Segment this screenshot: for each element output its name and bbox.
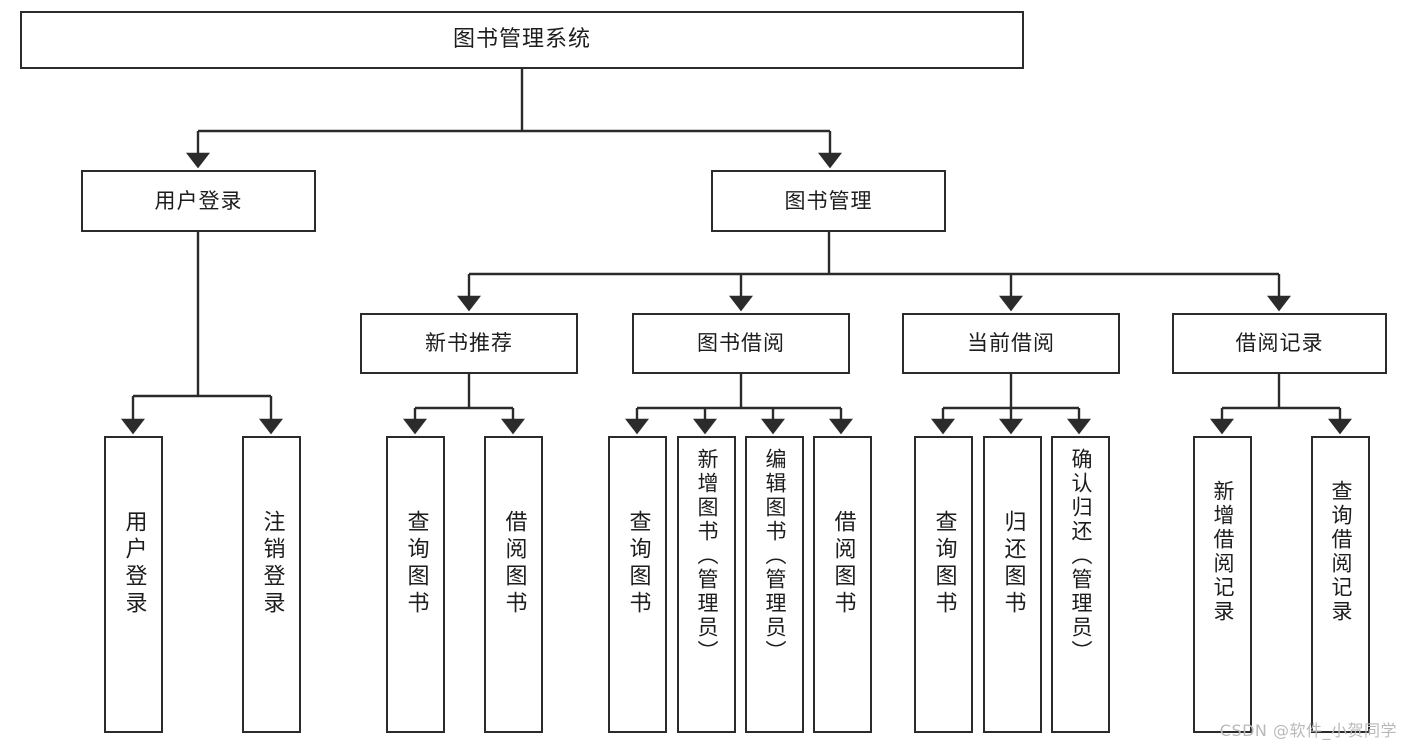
node-label: 查询图书 — [931, 510, 957, 618]
leaf-return-book[interactable]: 归还图书 — [983, 436, 1042, 733]
node-label: 编辑图书（管理员） — [763, 448, 787, 664]
node-book-management[interactable]: 图书管理 — [711, 170, 946, 232]
leaf-query-book-current[interactable]: 查询图书 — [914, 436, 973, 733]
node-label: 图书管理系统 — [452, 27, 591, 53]
node-label: 新增借阅记录 — [1211, 480, 1235, 624]
node-root-system[interactable]: 图书管理系统 — [20, 11, 1024, 69]
node-new-book-recommend[interactable]: 新书推荐 — [360, 313, 578, 374]
node-label: 借阅图书 — [830, 510, 856, 618]
node-label: 注销登录 — [259, 510, 285, 618]
leaf-add-borrow-record[interactable]: 新增借阅记录 — [1193, 436, 1252, 733]
node-label: 归还图书 — [1000, 510, 1026, 618]
node-current-borrow[interactable]: 当前借阅 — [902, 313, 1120, 374]
node-label: 查询图书 — [625, 510, 651, 618]
node-label: 查询借阅记录 — [1329, 480, 1353, 624]
node-label: 借阅图书 — [501, 510, 527, 618]
node-label: 当前借阅 — [967, 331, 1055, 356]
node-label: 图书借阅 — [697, 331, 785, 356]
node-borrow-record[interactable]: 借阅记录 — [1172, 313, 1387, 374]
node-label: 图书管理 — [784, 188, 873, 213]
node-label: 确认归还（管理员） — [1069, 448, 1093, 664]
leaf-edit-book-admin[interactable]: 编辑图书（管理员） — [745, 436, 804, 733]
leaf-query-borrow-record[interactable]: 查询借阅记录 — [1311, 436, 1370, 733]
leaf-borrow-book[interactable]: 借阅图书 — [813, 436, 872, 733]
leaf-user-login[interactable]: 用户登录 — [104, 436, 163, 733]
node-label: 用户登录 — [121, 510, 147, 618]
node-user-login[interactable]: 用户登录 — [81, 170, 316, 232]
node-label: 查询图书 — [403, 510, 429, 618]
leaf-query-book-borrow[interactable]: 查询图书 — [608, 436, 667, 733]
node-book-borrow[interactable]: 图书借阅 — [632, 313, 850, 374]
leaf-borrow-book-recommend[interactable]: 借阅图书 — [484, 436, 543, 733]
leaf-add-book-admin[interactable]: 新增图书（管理员） — [677, 436, 736, 733]
node-label: 用户登录 — [154, 188, 243, 213]
node-label: 新书推荐 — [425, 331, 513, 356]
leaf-logout[interactable]: 注销登录 — [242, 436, 301, 733]
leaf-query-book-recommend[interactable]: 查询图书 — [386, 436, 445, 733]
node-label: 借阅记录 — [1235, 331, 1324, 356]
leaf-confirm-return-admin[interactable]: 确认归还（管理员） — [1051, 436, 1110, 733]
node-label: 新增图书（管理员） — [695, 448, 719, 664]
